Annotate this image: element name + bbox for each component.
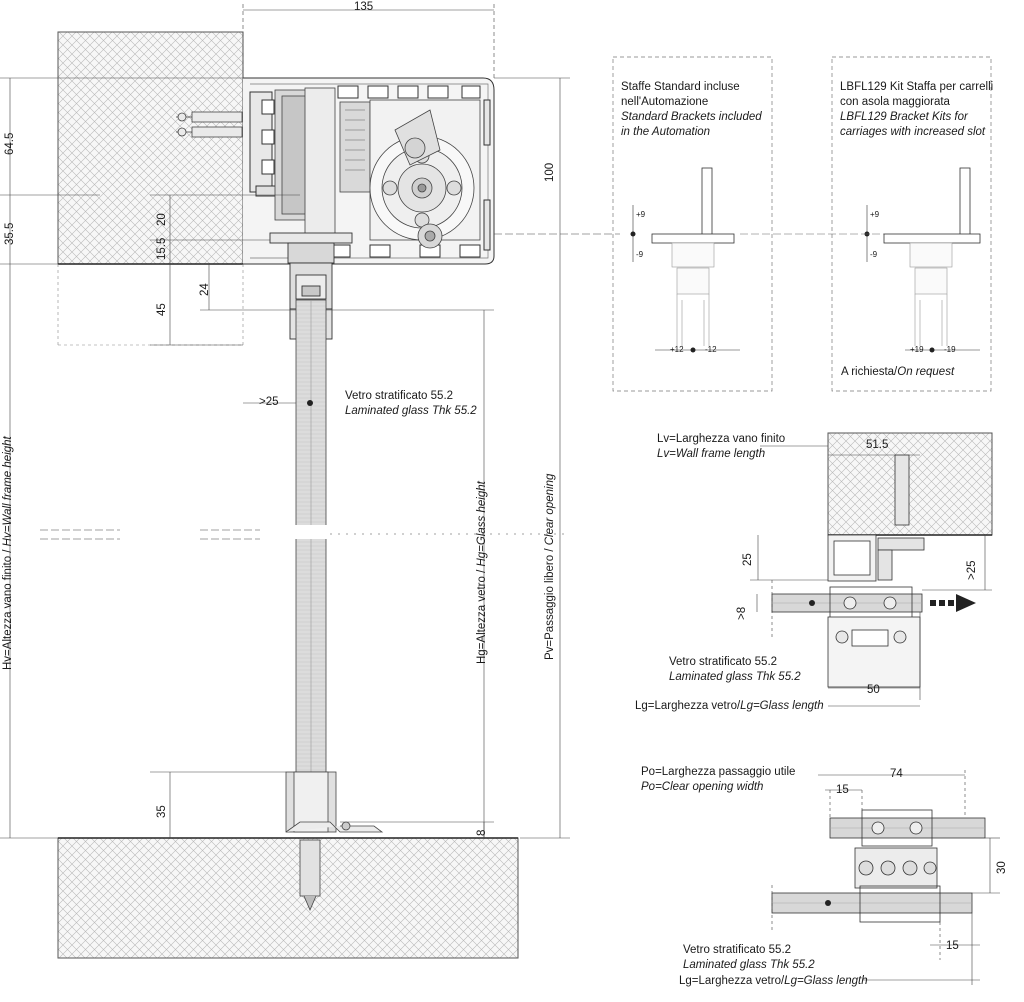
label-glass-length-2: Lg=Larghezza vetro/Lg=Glass length	[679, 975, 868, 987]
bracket-standard-drawing	[632, 167, 740, 351]
label-glass-length-1: Lg=Larghezza vetro/Lg=Glass length	[635, 700, 824, 712]
label-glass-plan-2: Vetro stratificato 55.2 Laminated glass …	[683, 944, 815, 971]
plan-glass-1	[771, 586, 923, 688]
arrow-right	[930, 594, 976, 612]
dim-64-5: 64.5	[4, 132, 16, 155]
dim-20: 20	[156, 213, 168, 226]
carriage-and-motor	[274, 87, 481, 249]
dim-30: 30	[996, 861, 1008, 874]
bracket-kit-down: -9	[870, 250, 878, 259]
dim-100: 100	[544, 162, 556, 182]
plan-wall-dimension-lines	[750, 445, 992, 707]
label-wall-frame-height: Hv=Altezza vano finito / Hv=Wall frame h…	[2, 436, 14, 670]
bracket-kit-left: +19	[910, 345, 924, 354]
glass-panel	[291, 299, 331, 831]
plan-double-drawing	[771, 809, 986, 923]
plan-wall-profile	[827, 454, 925, 582]
wall-anchors	[176, 111, 243, 138]
dim-gt-25: >25	[259, 396, 279, 408]
bracket-kit-drawing	[866, 167, 981, 351]
dim-gt-25-plan: >25	[966, 560, 978, 580]
dim-35: 35	[156, 805, 168, 818]
label-wall-frame-length: Lv=Larghezza vano finito Lv=Wall frame l…	[657, 433, 786, 460]
dim-15-5: 15.5	[156, 237, 168, 260]
floor-section	[57, 837, 519, 959]
label-glass-plan-1: Vetro stratificato 55.2 Laminated glass …	[669, 656, 801, 683]
label-bracket-standard: Staffe Standard incluse nell'Automazione…	[621, 81, 762, 138]
plan-wall-section	[827, 432, 993, 536]
dim-35-5: 35.5	[4, 222, 16, 245]
dim-51-5: 51.5	[866, 439, 889, 451]
main-dimension-lines	[0, 4, 620, 839]
plan-double-dimension-lines	[771, 770, 1000, 985]
label-bracket-kit: LBFL129 Kit Staffa per carrelli con asol…	[840, 81, 994, 138]
floor-guide	[285, 771, 384, 912]
dim-15-bottom: 15	[946, 940, 959, 952]
wall-section	[57, 31, 244, 265]
bracket-kit-box	[831, 56, 992, 392]
dim-50: 50	[867, 684, 880, 696]
label-glass-main: Vetro stratificato 55.2 Laminated glass …	[345, 390, 477, 417]
label-clear-opening-width: Po=Larghezza passaggio utile Po=Clear op…	[641, 766, 796, 793]
bracket-standard-right: -12	[705, 345, 717, 354]
bracket-kit-up: +9	[870, 210, 880, 219]
dim-8: 8	[476, 829, 488, 836]
bracket-kit-right: -19	[944, 345, 956, 354]
dim-gt-8-plan: >8	[736, 606, 748, 620]
bracket-standard-left: +12	[670, 345, 684, 354]
dim-24: 24	[199, 283, 211, 296]
dim-135: 135	[354, 1, 374, 13]
bracket-standard-down: -9	[636, 250, 644, 259]
dim-25-plan: 25	[742, 553, 754, 566]
label-on-request: A richiesta/On request	[841, 366, 955, 378]
dim-15-top: 15	[836, 784, 849, 796]
label-clear-opening: Pv=Passaggio libero / Clear opening	[544, 473, 556, 660]
dim-45: 45	[156, 303, 168, 316]
bracket-standard-up: +9	[636, 210, 646, 219]
label-glass-height: Hg=Altezza vetro / Hg=Glass height	[476, 481, 488, 664]
dim-74: 74	[890, 768, 903, 780]
bracket-standard-box	[612, 56, 773, 392]
